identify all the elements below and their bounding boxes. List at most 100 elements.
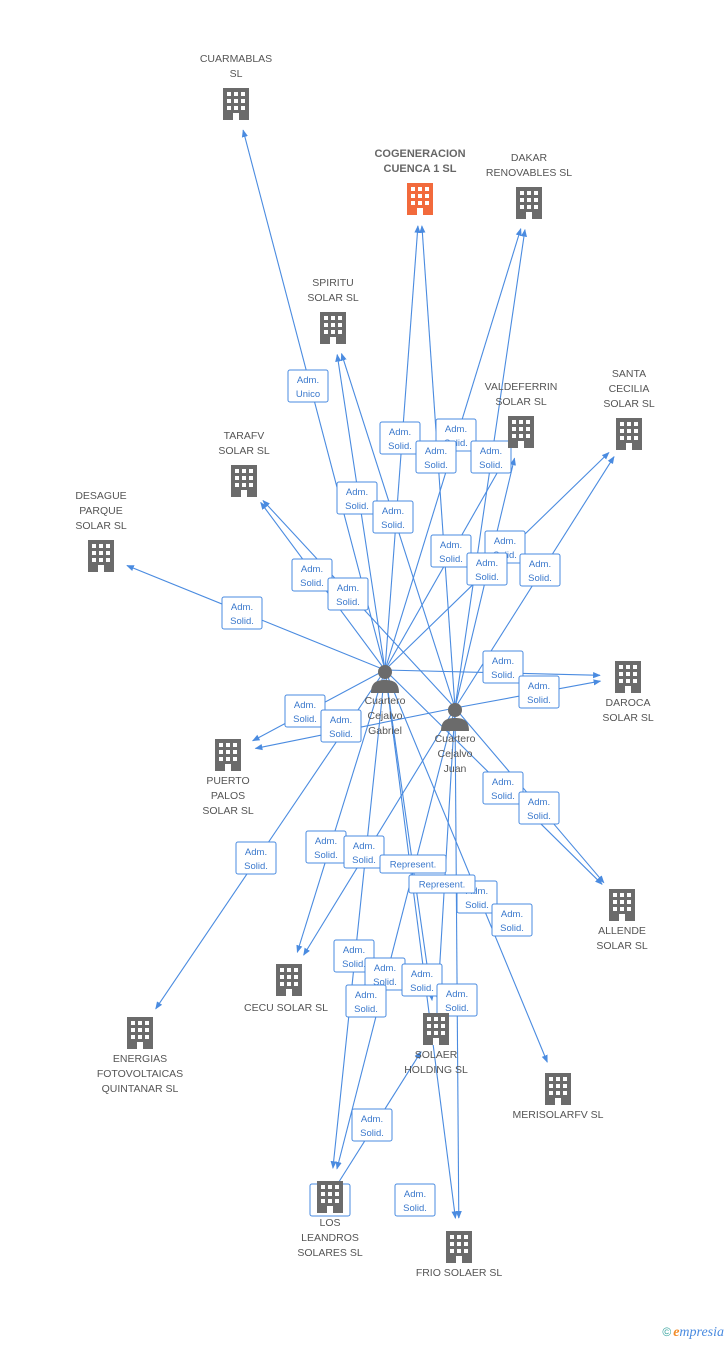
building-icon <box>320 312 346 344</box>
edge-label-text: Adm. <box>337 583 359 594</box>
edge-label[interactable]: Adm.Solid. <box>401 963 443 997</box>
company-node-dakar[interactable]: DAKAR RENOVABLES SL <box>486 152 572 219</box>
edge-gabriel-merisolar <box>384 669 548 1063</box>
edge-label-text: Solid. <box>445 1003 469 1014</box>
company-node-friosolaer[interactable]: FRIO SOLAER SL <box>416 1231 503 1279</box>
edge-label[interactable]: Adm.Unico <box>287 369 329 403</box>
node-label: FOTOVOLTAICAS <box>97 1068 183 1080</box>
edge-gabriel-friosolaer <box>384 669 458 1219</box>
edge-label[interactable]: Adm.Solid. <box>320 709 362 743</box>
node-label: DAKAR <box>511 152 548 164</box>
edge-label[interactable]: Adm.Solid. <box>351 1108 393 1142</box>
building-icon <box>516 187 542 219</box>
edge-label[interactable]: Adm.Solid. <box>394 1183 436 1217</box>
building-icon <box>127 1017 153 1049</box>
edge-label[interactable]: Adm.Solid. <box>470 440 512 474</box>
node-label: SL <box>230 68 243 80</box>
edge-label[interactable]: Adm.Solid. <box>291 558 333 592</box>
edge-label-text: Adm. <box>389 427 411 438</box>
edge-label-text: Adm. <box>382 506 404 517</box>
edge-label[interactable]: Adm.Solid. <box>379 421 421 455</box>
node-label: LOS <box>319 1217 340 1229</box>
edge-label[interactable]: Adm.Solid. <box>327 577 369 611</box>
edges-layer <box>126 129 615 1219</box>
edge-label[interactable]: Adm.Solid. <box>415 440 457 474</box>
company-node-merisolar[interactable]: MERISOLARFV SL <box>512 1073 604 1121</box>
edge-label-text: Solid. <box>479 460 503 471</box>
building-icon <box>231 465 257 497</box>
edge-label-text: Solid. <box>424 460 448 471</box>
building-icon <box>407 183 433 215</box>
node-label: VALDEFERRIN <box>485 381 558 393</box>
edge-label-text: Adm. <box>315 836 337 847</box>
building-icon <box>545 1073 571 1105</box>
node-label: SOLAR SL <box>602 712 654 724</box>
edge-label[interactable]: Adm.Solid. <box>336 481 378 515</box>
company-node-cecu[interactable]: CECU SOLAR SL <box>244 964 328 1014</box>
edge-label[interactable]: Adm.Solid. <box>436 983 478 1017</box>
edge-label-text: Adm. <box>346 487 368 498</box>
edge-label-text: Adm. <box>374 963 396 974</box>
edge-label-text: Adm. <box>494 536 516 547</box>
node-label: TARAFV <box>224 430 265 442</box>
copyright-icon: © <box>662 1325 672 1339</box>
edge-label[interactable]: Represent. <box>408 874 476 894</box>
edge-label-text: Adm. <box>411 969 433 980</box>
edge-label-text: Solid. <box>491 670 515 681</box>
edge-label[interactable]: Adm.Solid. <box>482 650 524 684</box>
node-label: SOLAER <box>415 1049 458 1061</box>
building-icon <box>609 889 635 921</box>
edge-label[interactable]: Adm.Solid. <box>519 553 561 587</box>
edge-label-text: Adm. <box>492 777 514 788</box>
node-label: SOLARES SL <box>297 1247 363 1259</box>
brand-logo: empresia <box>673 1325 724 1340</box>
node-label: SOLAR SL <box>75 520 127 532</box>
edge-label[interactable]: Adm.Solid. <box>343 835 385 869</box>
edge-label[interactable]: Adm.Solid. <box>466 552 508 586</box>
edge-label-text: Adm. <box>476 558 498 569</box>
edge-juan-cecu <box>303 707 456 956</box>
edge-label[interactable]: Adm.Solid. <box>284 694 326 728</box>
edge-label[interactable]: Adm.Solid. <box>518 675 560 709</box>
edge-label[interactable]: Adm.Solid. <box>372 500 414 534</box>
edge-label[interactable]: Adm.Solid. <box>235 841 277 875</box>
edge-label[interactable]: Represent. <box>379 854 447 874</box>
building-icon <box>276 964 302 996</box>
node-label: SOLAR SL <box>603 398 655 410</box>
node-label: Cejalvo <box>437 748 472 760</box>
node-label: SPIRITU <box>312 277 353 289</box>
edge-label-text: Adm. <box>231 602 253 613</box>
edge-label[interactable]: Adm.Solid. <box>333 939 375 973</box>
edge-label-text: Solid. <box>439 554 463 565</box>
node-label: FRIO SOLAER SL <box>416 1267 503 1279</box>
edge-label[interactable]: Adm.Solid. <box>430 534 472 568</box>
edge-label-text: Solid. <box>527 695 551 706</box>
edge-label-text: Solid. <box>314 850 338 861</box>
edge-label[interactable]: Adm. Solid. <box>305 830 347 864</box>
edge-gabriel-losleandros <box>330 669 386 1169</box>
edge-label[interactable]: Adm.Solid. <box>221 596 263 630</box>
edge-label[interactable]: Adm.Solid. <box>345 984 387 1018</box>
node-label: MERISOLARFV SL <box>512 1109 603 1121</box>
edge-label[interactable]: Adm.Solid. <box>518 791 560 825</box>
node-label: SANTA <box>612 368 646 380</box>
node-label: RENOVABLES SL <box>486 167 572 179</box>
edge-label[interactable]: Adm.Solid. <box>482 771 524 805</box>
edge-label[interactable]: Adm.Solid. <box>491 903 533 937</box>
